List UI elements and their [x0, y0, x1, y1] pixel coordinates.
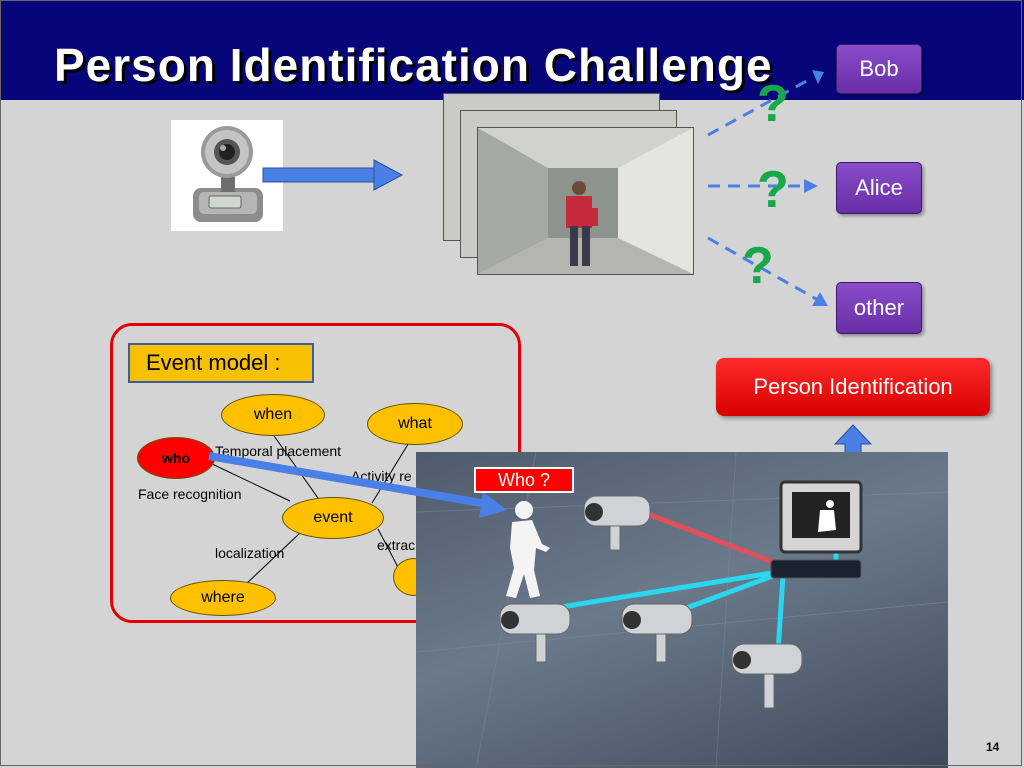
surveillance-network-image: [416, 452, 948, 768]
who-tag: Who ?: [474, 467, 574, 493]
arrow-right-icon: [262, 159, 404, 191]
page-number: 14: [986, 740, 1000, 754]
candidate-bob-button[interactable]: Bob: [836, 44, 922, 94]
node-where: where: [170, 580, 276, 616]
arrow-up-icon: [834, 424, 872, 456]
dashed-arrows: [707, 70, 828, 306]
cctv-frame-main: [477, 127, 694, 275]
slide-title: Person Identification Challenge: [54, 39, 773, 91]
node-what: what: [367, 403, 463, 445]
candidate-alice-button[interactable]: Alice: [836, 162, 922, 214]
event-model-header: Event model :: [128, 343, 314, 383]
question-mark-icon: ?: [742, 237, 774, 295]
node-when: when: [221, 394, 325, 436]
edge-label-extraction: extrac: [377, 537, 416, 553]
edge-label-face: Face recognition: [138, 486, 242, 502]
who-arrow-icon: [208, 452, 507, 518]
edge-label-temporal: Temporal placement: [215, 443, 342, 459]
node-event: event: [282, 497, 384, 539]
edge-label-localization: localization: [215, 545, 285, 561]
question-mark-icon: ?: [757, 75, 789, 133]
person-identification-button[interactable]: Person Identification: [716, 358, 990, 416]
node-who: who: [137, 437, 215, 479]
question-mark-icon: ?: [757, 161, 789, 219]
candidate-other-button[interactable]: other: [836, 282, 922, 334]
